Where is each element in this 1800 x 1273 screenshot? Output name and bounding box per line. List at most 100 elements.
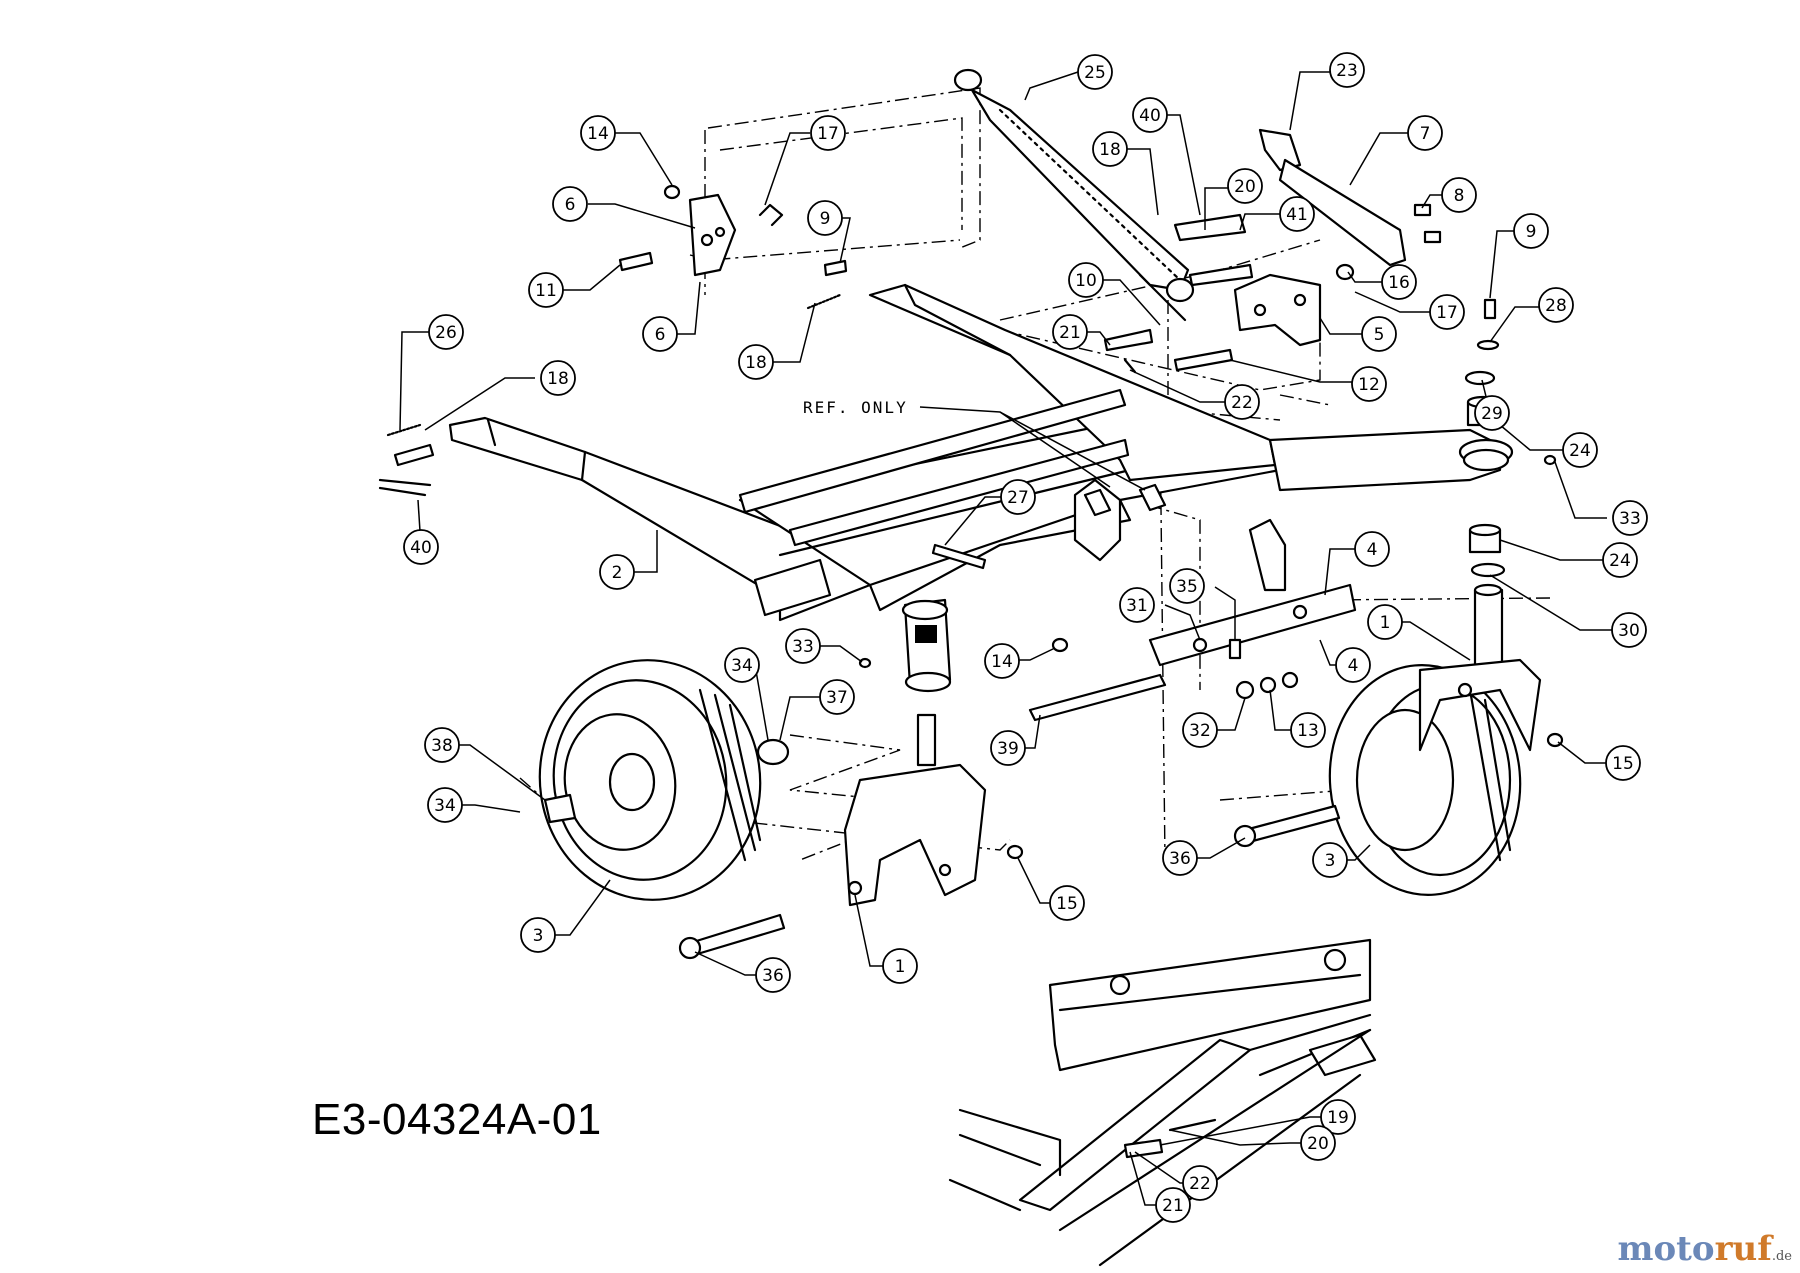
svg-text:18: 18 [547, 369, 569, 389]
svg-text:14: 14 [991, 652, 1013, 672]
svg-text:22: 22 [1189, 1174, 1211, 1194]
callout-35: 35 [1169, 568, 1205, 604]
callout-14b: 14 [984, 643, 1020, 679]
drawing-code: E3-04324A-01 [312, 1095, 602, 1144]
svg-text:3: 3 [533, 926, 544, 946]
callout-21: 21 [1052, 314, 1088, 350]
callout-18b: 18 [738, 344, 774, 380]
callout-17b: 17 [1429, 294, 1465, 330]
callout-23: 23 [1329, 52, 1365, 88]
svg-text:17: 17 [817, 124, 839, 144]
svg-text:34: 34 [731, 656, 753, 676]
callout-38: 38 [424, 727, 460, 763]
svg-text:25: 25 [1084, 63, 1106, 83]
svg-text:11: 11 [535, 281, 557, 301]
svg-text:8: 8 [1454, 186, 1465, 206]
right-wheel-assembly [1233, 583, 1564, 896]
svg-text:5: 5 [1374, 325, 1385, 345]
svg-text:21: 21 [1059, 323, 1081, 343]
handle-lever [1258, 128, 1407, 267]
callout-22b: 22 [1182, 1165, 1218, 1201]
svg-text:2: 2 [612, 563, 623, 583]
callout-15: 15 [1605, 745, 1641, 781]
callout-29: 29 [1474, 395, 1510, 431]
callout-1: 1 [1367, 604, 1403, 640]
callout-40b: 40 [403, 529, 439, 565]
callout-18c: 18 [540, 360, 576, 396]
site-watermark: motoruf.de [1617, 1229, 1792, 1269]
callout-2: 2 [599, 554, 635, 590]
callout-20: 20 [1227, 168, 1263, 204]
svg-text:6: 6 [565, 195, 576, 215]
svg-text:15: 15 [1612, 754, 1634, 774]
callout-33b: 33 [785, 628, 821, 664]
svg-text:7: 7 [1420, 124, 1431, 144]
svg-text:27: 27 [1007, 488, 1029, 508]
svg-text:1: 1 [895, 957, 906, 977]
svg-text:41: 41 [1286, 205, 1308, 225]
callout-9b: 9 [1513, 213, 1549, 249]
svg-text:37: 37 [826, 688, 848, 708]
svg-text:33: 33 [1619, 509, 1641, 529]
svg-text:34: 34 [434, 796, 456, 816]
callout-20b: 20 [1300, 1125, 1336, 1161]
callout-34b: 34 [427, 787, 463, 823]
callout-7: 7 [1407, 115, 1443, 151]
callout-31: 31 [1119, 587, 1155, 623]
svg-text:20: 20 [1307, 1134, 1329, 1154]
mower-deck-frame [448, 283, 1514, 693]
callout-3b: 3 [520, 917, 556, 953]
svg-text:40: 40 [410, 538, 432, 558]
svg-text:40: 40 [1139, 106, 1161, 126]
ref-only-label: REF. ONLY [803, 398, 908, 417]
callout-4: 4 [1354, 531, 1390, 567]
svg-text:12: 12 [1358, 375, 1380, 395]
svg-text:17: 17 [1436, 303, 1458, 323]
svg-text:30: 30 [1618, 621, 1640, 641]
callout-30: 30 [1611, 612, 1647, 648]
callout-37: 37 [819, 679, 855, 715]
detail-inset [948, 938, 1377, 1267]
svg-text:36: 36 [1169, 849, 1191, 869]
svg-text:10: 10 [1075, 271, 1097, 291]
svg-text:23: 23 [1336, 61, 1358, 81]
svg-text:33: 33 [792, 637, 814, 657]
callout-8: 8 [1441, 177, 1477, 213]
svg-text:6: 6 [655, 325, 666, 345]
callout-28: 28 [1538, 287, 1574, 323]
svg-text:9: 9 [1526, 222, 1537, 242]
callout-33: 33 [1612, 500, 1648, 536]
callout-6b: 6 [642, 316, 678, 352]
callout-21b: 21 [1155, 1187, 1191, 1223]
svg-text:31: 31 [1126, 596, 1148, 616]
svg-text:32: 32 [1189, 721, 1211, 741]
svg-text:4: 4 [1348, 656, 1359, 676]
svg-text:26: 26 [435, 323, 457, 343]
callout-13: 13 [1290, 712, 1326, 748]
callout-5: 5 [1361, 316, 1397, 352]
callout-17: 17 [810, 115, 846, 151]
svg-text:4: 4 [1367, 540, 1378, 560]
svg-text:14: 14 [587, 124, 609, 144]
callout-3: 3 [1312, 842, 1348, 878]
svg-text:29: 29 [1481, 404, 1503, 424]
callout-34: 34 [724, 647, 760, 683]
svg-text:3: 3 [1325, 851, 1336, 871]
callout-15b: 15 [1049, 885, 1085, 921]
svg-text:24: 24 [1569, 441, 1591, 461]
svg-text:28: 28 [1545, 296, 1567, 316]
callout-32: 32 [1182, 712, 1218, 748]
callout-22: 22 [1224, 384, 1260, 420]
svg-text:39: 39 [997, 739, 1019, 759]
callout-39: 39 [990, 730, 1026, 766]
svg-text:19: 19 [1327, 1108, 1349, 1128]
svg-text:15: 15 [1056, 894, 1078, 914]
svg-text:16: 16 [1388, 273, 1410, 293]
callout-16: 16 [1381, 264, 1417, 300]
callout-40: 40 [1132, 97, 1168, 133]
svg-text:35: 35 [1176, 577, 1198, 597]
svg-text:21: 21 [1162, 1196, 1184, 1216]
callout-36b: 36 [755, 957, 791, 993]
callouts: 25 23 40 14 17 7 18 20 6 9 8 41 9 10 16 … [403, 52, 1648, 1223]
